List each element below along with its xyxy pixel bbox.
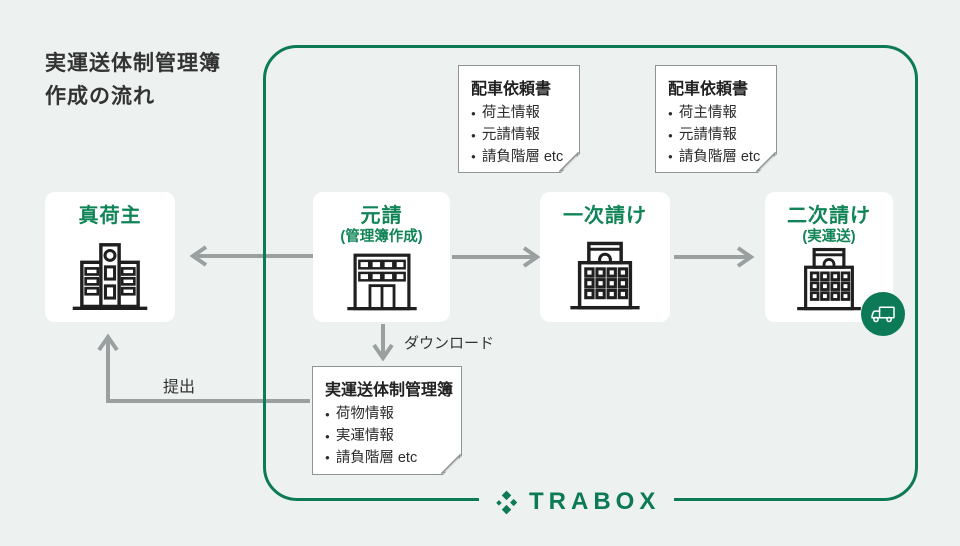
bullet-icon: ● <box>668 152 673 162</box>
arrow-down-icon <box>372 324 394 362</box>
download-label: ダウンロード <box>404 335 495 352</box>
note-item: ● 元請情報 <box>471 125 569 147</box>
note-item-label: 実運情報 <box>335 427 394 444</box>
entity-title: 真荷主 <box>78 205 142 227</box>
logo-mark-icon <box>496 490 518 514</box>
entity-card-shipper: 真荷主 <box>45 192 175 322</box>
note-item: ● 請負階層 etc <box>668 147 766 169</box>
building-tower-icon <box>72 243 148 311</box>
note-item: ● 実運情報 <box>325 426 451 448</box>
note-item: ● 荷主情報 <box>471 103 569 125</box>
trabox-logo: TRABOX <box>479 481 675 523</box>
building-office-icon <box>570 241 640 310</box>
note-item-label: 荷主情報 <box>678 105 737 121</box>
note-title: 配車依頼書 <box>668 81 749 98</box>
note-item-label: 請負階層 etc <box>481 148 564 165</box>
note-item-label: 請負階層 etc <box>678 148 761 165</box>
entity-title: 元請 <box>360 205 403 227</box>
note-item: ● 荷物情報 <box>325 404 451 426</box>
note-item-label: 元請情報 <box>481 126 540 143</box>
bullet-icon: ● <box>471 130 476 140</box>
entity-subtitle: (実運送) <box>802 229 856 245</box>
entity-subtitle: (管理簿作成) <box>340 229 423 245</box>
bullet-icon: ● <box>325 409 330 419</box>
logo-text: TRABOX <box>529 488 661 515</box>
bullet-icon: ● <box>668 108 673 118</box>
bullet-icon: ● <box>471 152 476 162</box>
arrow-right-icon <box>452 246 541 268</box>
truck-badge <box>861 292 905 336</box>
truck-icon <box>870 306 895 322</box>
entity-card-prime: 元請 (管理簿作成) <box>313 192 450 322</box>
building-storefront-icon <box>346 253 417 311</box>
bullet-icon: ● <box>471 108 476 118</box>
bullet-icon: ● <box>325 431 330 441</box>
submit-arrow-icon <box>97 333 310 403</box>
note-item: ● 請負階層 etc <box>471 147 569 169</box>
page-title-line2: 作成の流れ <box>45 84 155 108</box>
note-item: ● 元請情報 <box>668 125 766 147</box>
note-dispatch-request-1: 配車依頼書 ● 荷主情報 ● 元請情報 ● 請負階層 etc <box>458 65 580 173</box>
note-item-label: 荷主情報 <box>481 105 540 121</box>
entity-title: 二次請け <box>787 205 871 227</box>
note-item-label: 荷物情報 <box>335 406 394 422</box>
page-title: 実運送体制管理簿 作成の流れ <box>45 48 221 113</box>
note-title: 配車依頼書 <box>471 81 552 98</box>
submit-label: 提出 <box>163 379 196 396</box>
note-transport-ledger: 実運送体制管理簿 ● 荷物情報 ● 実運情報 ● 請負階層 etc <box>312 366 462 475</box>
building-office-icon <box>797 247 861 311</box>
bullet-icon: ● <box>325 453 330 463</box>
note-title: 実運送体制管理簿 <box>325 382 454 399</box>
entity-title: 一次請け <box>563 205 647 227</box>
note-item-label: 元請情報 <box>678 126 737 143</box>
note-item: ● 請負階層 etc <box>325 448 451 470</box>
arrow-left-icon <box>189 245 313 267</box>
page-title-line1: 実運送体制管理簿 <box>45 52 221 75</box>
entity-card-second-tier: 二次請け (実運送) <box>765 192 905 336</box>
note-item-label: 請負階層 etc <box>335 449 418 466</box>
arrow-right-icon <box>674 246 755 268</box>
entity-card-first-tier: 一次請け <box>540 192 670 322</box>
note-item: ● 荷主情報 <box>668 103 766 125</box>
bullet-icon: ● <box>668 130 673 140</box>
note-dispatch-request-2: 配車依頼書 ● 荷主情報 ● 元請情報 ● 請負階層 etc <box>655 65 777 173</box>
